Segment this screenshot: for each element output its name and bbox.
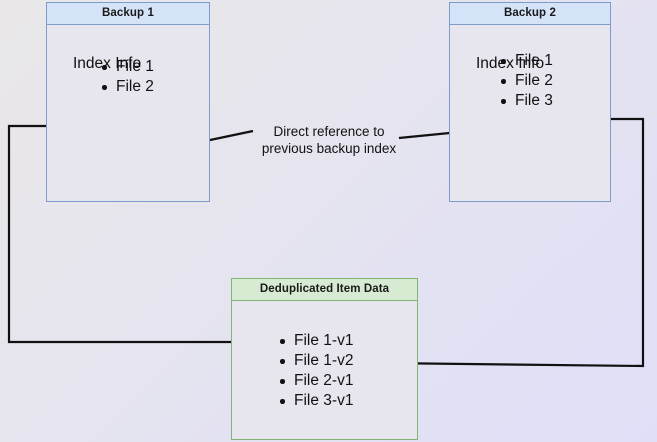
list-item: File 2 [100,77,154,97]
direct-reference-label: Direct reference to previous backup inde… [248,123,410,157]
list-item: File 3 [499,91,553,111]
backup2-item-list: File 1 File 2 File 3 [499,51,553,111]
direct-reference-label-line2: previous backup index [261,141,397,156]
backup1-header: Backup 1 [47,3,209,25]
backup2-body-title: Index Info [476,55,545,72]
list-item: File 1-v2 [278,351,353,371]
dedup-item-list: File 1-v1 File 1-v2 File 2-v1 File 3-v1 [278,331,353,411]
list-item: File 1 [499,51,553,71]
backup1-body-title: Index Info [73,55,142,72]
backup1-box[interactable]: Backup 1 Index Info File 1 File 2 [46,2,210,202]
dedup-box[interactable]: Deduplicated Item Data File 1-v1 File 1-… [231,278,418,440]
backup1-item-list: File 1 File 2 [100,57,154,97]
list-item: File 3-v1 [278,391,353,411]
list-item: File 2-v1 [278,371,353,391]
list-item: File 2 [499,71,553,91]
backup2-body: Index Info File 1 File 2 File 3 [450,25,610,201]
list-item: File 1 [100,57,154,77]
backup2-header: Backup 2 [450,3,610,25]
dedup-header: Deduplicated Item Data [232,279,417,301]
backup2-box[interactable]: Backup 2 Index Info File 1 File 2 File 3 [449,2,611,202]
list-item: File 1-v1 [278,331,353,351]
backup1-body: Index Info File 1 File 2 [47,25,209,201]
dedup-body: File 1-v1 File 1-v2 File 2-v1 File 3-v1 [232,301,417,439]
direct-reference-label-line1: Direct reference to [273,124,385,139]
